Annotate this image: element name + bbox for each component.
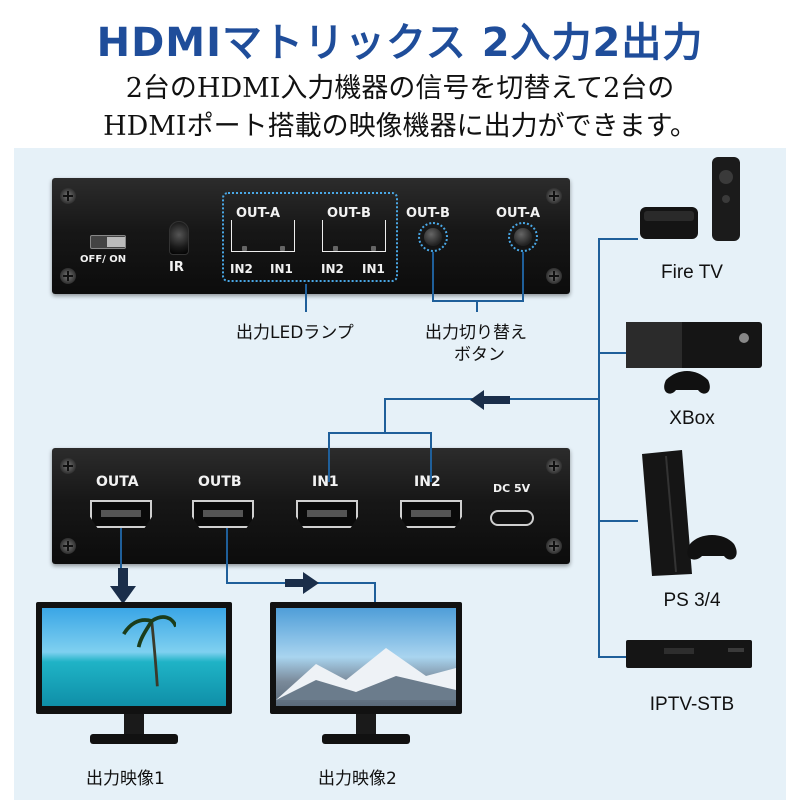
led-box-out-b (322, 220, 386, 252)
source-label-playstation: PS 3/4 (663, 590, 721, 611)
output-a-switch-button (514, 228, 532, 246)
led-a-in1-label: IN1 (270, 262, 293, 276)
source-branch-line (598, 656, 626, 658)
page-title: HDMIマトリックス 2入力2出力 (96, 20, 704, 66)
front-panel-device (52, 178, 570, 294)
port-label-in1: IN1 (312, 474, 339, 490)
output-b-arrow-icon (285, 572, 319, 594)
callout-line (432, 300, 524, 302)
screw-icon (546, 268, 562, 284)
led-group-a-label: OUT-A (236, 206, 281, 221)
output-2-caption: 出力映像2 (318, 769, 397, 789)
usb-c-power-port (490, 510, 534, 526)
callout-line (305, 284, 307, 312)
led-indicator (280, 246, 285, 251)
button-b-label: OUT-B (406, 206, 450, 221)
ir-label: IR (169, 260, 184, 275)
led-box-out-a (231, 220, 295, 252)
power-switch (90, 235, 126, 249)
screw-icon (546, 188, 562, 204)
led-indicator (371, 246, 376, 251)
callout-line (432, 252, 434, 302)
monitor-base (322, 734, 410, 744)
fire-tv-device-icon (640, 157, 740, 241)
led-b-in2-label: IN2 (321, 262, 344, 276)
output-b-switch-button (424, 228, 442, 246)
callout-line (522, 252, 524, 302)
hdmi-port-out-b (192, 500, 254, 528)
source-branch-line (598, 520, 638, 522)
hdmi-port-in2 (400, 500, 462, 528)
output-a-arrow-icon (110, 568, 136, 604)
xbox-console-icon (626, 322, 762, 394)
screw-icon (60, 188, 76, 204)
source-label-iptv-stb: IPTV-STB (649, 694, 735, 715)
source-branch-line (598, 238, 638, 240)
palm-tree-icon (122, 615, 176, 687)
monitor-output-1 (36, 602, 232, 714)
source-label-xbox: XBox (669, 408, 715, 429)
input-feed-line (328, 432, 330, 482)
led-indicator (333, 246, 338, 251)
output-a-line (120, 528, 122, 570)
screw-icon (546, 538, 562, 554)
port-label-dc: DC 5V (493, 482, 531, 495)
screw-icon (60, 268, 76, 284)
iptv-set-top-box-icon (626, 640, 752, 668)
callout-line (476, 300, 478, 312)
button-highlight (418, 222, 448, 252)
hdmi-port-pins (203, 510, 243, 517)
mountain-icon (276, 648, 456, 700)
input-feed-line (430, 432, 432, 482)
screw-icon (546, 458, 562, 474)
monitor-neck (124, 714, 144, 736)
led-b-in1-label: IN1 (362, 262, 385, 276)
switch-button-callout-1: 出力切り替え (425, 323, 527, 343)
output-1-caption: 出力映像1 (86, 769, 165, 789)
monitor-neck (356, 714, 376, 736)
output-b-line (226, 528, 228, 584)
playstation-console-icon (642, 450, 737, 576)
switch-button-callout-2: ボタン (454, 345, 505, 365)
led-a-in2-label: IN2 (230, 262, 253, 276)
port-label-in2: IN2 (414, 474, 441, 490)
screw-icon (60, 538, 76, 554)
port-label-out-a: OUTA (96, 474, 139, 490)
source-label-fire-tv: Fire TV (661, 262, 723, 283)
led-lamp-callout: 出力LEDランプ (236, 323, 354, 343)
input-direction-arrow-icon (470, 390, 510, 410)
source-branch-line (598, 352, 638, 354)
hdmi-port-pins (101, 510, 141, 517)
monitor-base (90, 734, 178, 744)
button-a-label: OUT-A (496, 206, 541, 221)
ir-sensor (169, 221, 189, 255)
switch-label: OFF/ ON (80, 254, 127, 265)
subtitle-line-2: HDMIポート搭載の映像機器に出力ができます。 (103, 111, 697, 142)
button-highlight (508, 222, 538, 252)
hdmi-port-pins (307, 510, 347, 517)
input-feed-line (384, 398, 386, 434)
led-group-b-label: OUT-B (327, 206, 371, 221)
hdmi-port-in1 (296, 500, 358, 528)
hdmi-port-out-a (90, 500, 152, 528)
subtitle-line-1: 2台のHDMI入力機器の信号を切替えて2台の (125, 73, 675, 104)
output-b-line (374, 582, 376, 602)
screw-icon (60, 458, 76, 474)
input-feed-line (328, 432, 432, 434)
port-label-out-b: OUTB (198, 474, 242, 490)
led-lamp-highlight (222, 192, 398, 282)
led-indicator (242, 246, 247, 251)
switch-knob (107, 237, 125, 247)
hdmi-port-pins (411, 510, 451, 517)
source-trunk-line (598, 238, 600, 658)
